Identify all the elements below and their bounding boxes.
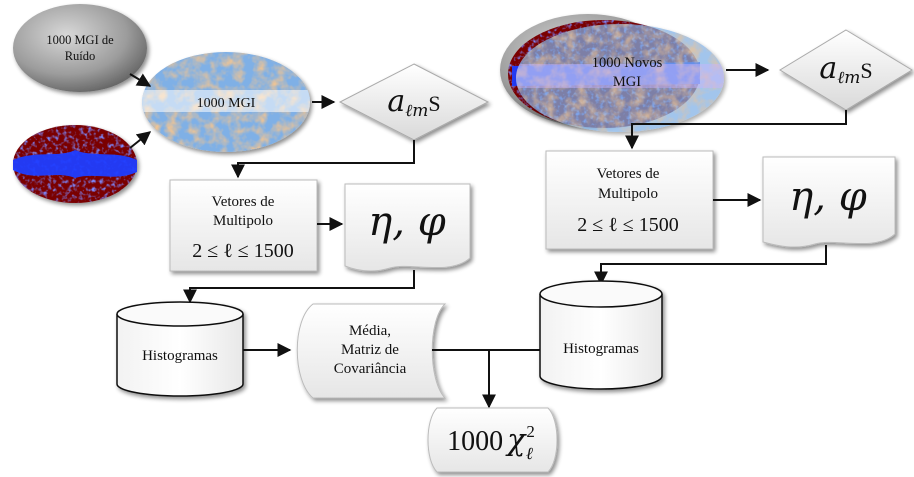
alm-symbol-right: a xyxy=(819,51,837,86)
histograms-cylinder-right: Histogramas xyxy=(539,280,663,390)
stats-label-3: Covariância xyxy=(334,361,407,377)
svg-text:aℓmS: aℓmS xyxy=(819,51,872,88)
stats-label-2: Matriz de xyxy=(341,342,399,358)
mean-covariance-node: Média, Matriz de Covariância xyxy=(296,303,447,399)
new-maps-label-1: 1000 Novos xyxy=(592,55,663,71)
vectors-label-2-right: Multipolo xyxy=(598,186,658,202)
eta-phi-document-left: η, φ xyxy=(344,183,471,272)
histograms-label-left: Histogramas xyxy=(142,348,218,364)
alm-symbol-left: a xyxy=(387,84,405,119)
arrow-alm-to-vectors-right xyxy=(625,110,847,150)
alm-suffix-left: S xyxy=(428,91,440,116)
range-label-right: 2 ≤ ℓ ≤ 1500 xyxy=(577,214,679,236)
alm-suffix-right: S xyxy=(860,58,872,83)
eta-phi-document-right: η, φ xyxy=(762,156,896,248)
cmb-map-label: 1000 MGI xyxy=(197,96,256,111)
histograms-cylinder-left: Histogramas xyxy=(116,301,244,397)
multipole-vectors-box-left: Vetores de Multipolo 2 ≤ ℓ ≤ 1500 xyxy=(169,179,318,272)
chi2-symbol: χ xyxy=(505,423,527,458)
vectors-label-2-left: Multipolo xyxy=(213,213,273,229)
eta-phi-label-left: η, φ xyxy=(368,199,445,245)
arrow-angles-to-histograms-right xyxy=(594,245,827,286)
svg-text:aℓmS: aℓmS xyxy=(387,84,440,121)
chi2-superscript: 2 xyxy=(526,422,535,441)
alm-subscript-right: ℓm xyxy=(837,68,860,88)
eta-phi-label-right: η, φ xyxy=(789,174,866,220)
cmb-map-node: 1000 MGI xyxy=(142,52,310,152)
arrow-mask-to-map xyxy=(129,131,152,149)
chi2-count: 1000 xyxy=(447,426,503,457)
mask-map-node xyxy=(13,125,137,203)
multipole-vectors-box-right: Vetores de Multipolo 2 ≤ ℓ ≤ 1500 xyxy=(545,150,714,250)
alm-subscript-left: ℓm xyxy=(405,101,428,121)
vectors-label-1-left: Vetores de xyxy=(212,194,275,210)
range-label-left: 2 ≤ ℓ ≤ 1500 xyxy=(192,240,294,262)
chi2-subscript: ℓ xyxy=(526,444,533,464)
vectors-label-1-right: Vetores de xyxy=(597,166,660,182)
arrow-noise-to-map xyxy=(129,73,152,87)
new-maps-stack: 1000 Novos MGI xyxy=(500,14,724,132)
new-maps-label-2: MGI xyxy=(613,74,641,90)
arrow-angles-to-histograms-left xyxy=(183,270,415,304)
alm-diamond-left: aℓmS xyxy=(338,63,490,141)
alm-diamond-right: aℓmS xyxy=(779,29,913,111)
arrow-alm-to-vectors-left xyxy=(231,140,415,179)
histograms-label-right: Histogramas xyxy=(563,341,639,357)
stats-label-1: Média, xyxy=(349,323,391,339)
